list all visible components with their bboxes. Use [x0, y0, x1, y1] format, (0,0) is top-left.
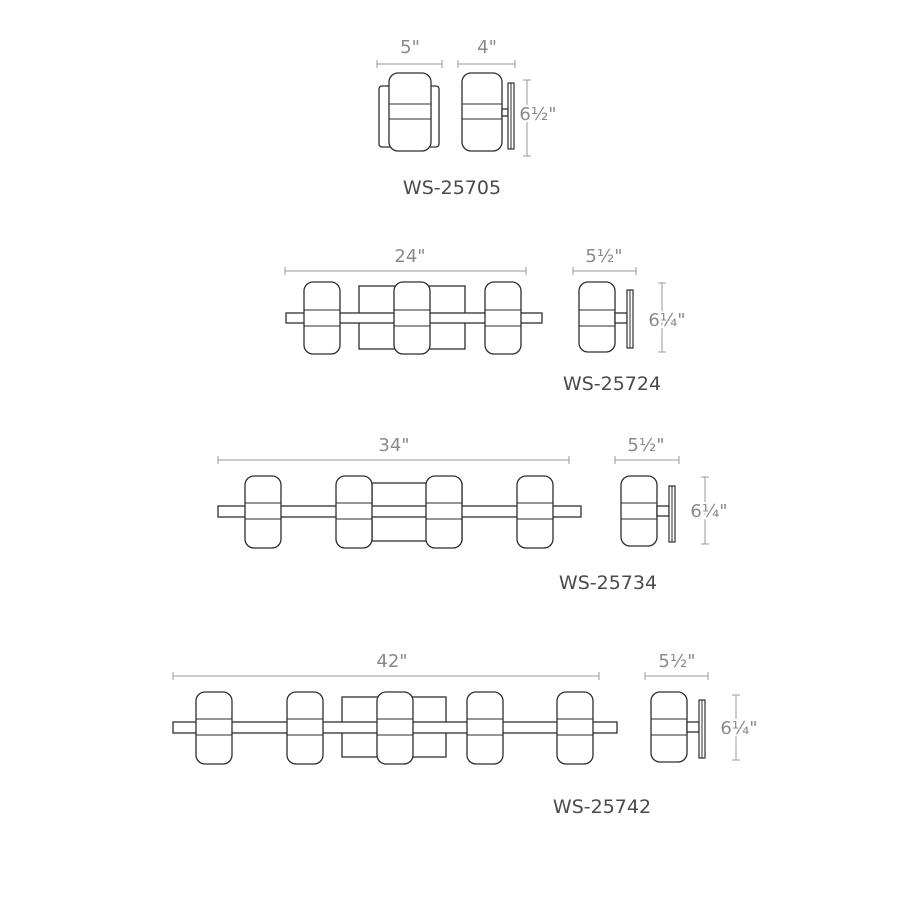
front-view-ws-25734	[217, 475, 582, 549]
front-view-ws-25724	[285, 281, 543, 355]
depth-dimension-label: 5½"	[585, 246, 622, 267]
fixture-ws-25742: 42" 5½" 6¼" WS-25742	[172, 651, 760, 818]
model-number-label: WS-25742	[553, 796, 651, 818]
fixture-ws-25724: 24" 5½" 6¼" WS-25724	[284, 246, 688, 395]
front-view-ws-25705	[378, 72, 440, 152]
length-dimension-label: 24"	[394, 246, 425, 267]
depth-dimension-label: 5½"	[658, 651, 695, 672]
model-number-label: WS-25724	[563, 373, 661, 395]
depth-dimension-label: 4"	[477, 37, 497, 58]
length-dimension-label: 34"	[378, 435, 409, 456]
height-dimension-label: 6¼"	[690, 501, 727, 522]
side-view-ws-25734	[620, 475, 676, 547]
side-view-ws-25724	[578, 281, 634, 353]
model-number-label: WS-25734	[559, 572, 657, 594]
length-dimension-label: 42"	[376, 651, 407, 672]
fixture-ws-25705: 5" 4" 6½" WS-25705	[376, 37, 559, 199]
fixture-ws-25734: 34" 5½" 6¼" WS-25734	[217, 435, 730, 594]
height-dimension-label: 6¼"	[648, 310, 685, 331]
height-dimension-label: 6½"	[519, 104, 556, 125]
dimension-lines-ws-25724	[284, 267, 666, 353]
side-view-ws-25742	[650, 691, 706, 763]
model-number-label: WS-25705	[403, 177, 501, 199]
length-dimension-label: 5"	[400, 37, 420, 58]
height-dimension-label: 6¼"	[720, 718, 757, 739]
front-view-ws-25742	[172, 691, 618, 765]
dimension-lines-ws-25742	[172, 672, 740, 761]
dimension-lines-ws-25705	[376, 60, 531, 157]
dimension-lines-ws-25734	[217, 456, 709, 545]
depth-dimension-label: 5½"	[627, 435, 664, 456]
side-view-ws-25705	[461, 72, 515, 152]
